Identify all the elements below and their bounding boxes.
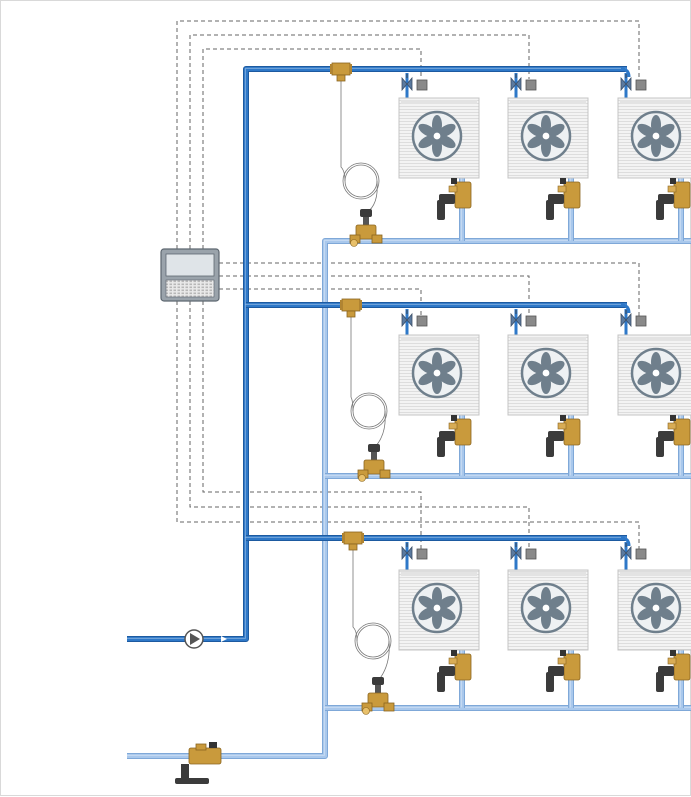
zone-valve-f2-u1 <box>401 310 428 328</box>
fan-icon <box>630 582 682 634</box>
unit-balancing-valve-f3-u2 <box>546 650 581 692</box>
fan-icon <box>630 110 682 162</box>
fan-coil-unit-f2-u2 <box>507 334 589 416</box>
fan-coil-unit-f1-u3 <box>617 97 691 179</box>
zone-valve-f3-u3 <box>620 543 647 561</box>
capillary-tube-floor-1 <box>340 81 380 214</box>
fan-icon <box>411 582 463 634</box>
fan-coil-unit-f1-u1 <box>398 97 480 179</box>
control-line-low-3 <box>202 301 422 549</box>
return-branch-floor-3 <box>324 705 691 711</box>
unit-balancing-valve-f1-u2 <box>546 178 581 220</box>
capillary-tube-floor-3 <box>352 550 392 682</box>
unit-balancing-valve-f2-u1 <box>437 415 472 457</box>
actuator-icon <box>416 315 428 327</box>
devices <box>160 62 691 784</box>
control-line-top-3 <box>202 48 422 249</box>
supply-end-bend-1 <box>620 67 631 78</box>
actuator-icon <box>416 548 428 560</box>
tee-fitting-floor-3 <box>342 531 364 551</box>
unit-balancing-valve-f3-u3 <box>656 650 691 692</box>
flow-arrow-icon <box>221 636 227 642</box>
unit-balancing-valve-f2-u3 <box>656 415 691 457</box>
supply-end-bend-2 <box>620 303 631 314</box>
differential-pressure-regulator-icon <box>357 444 391 482</box>
fan-icon <box>630 347 682 399</box>
differential-pressure-regulator-icon <box>361 677 395 715</box>
return-riser-pipe <box>126 238 691 759</box>
control-line-top-1 <box>176 20 640 249</box>
controller-icon <box>160 248 220 302</box>
pump-icon <box>184 629 204 649</box>
fan-icon <box>411 347 463 399</box>
fan-coil-unit-f2-u3 <box>617 334 691 416</box>
zone-valve-f1-u2 <box>510 74 537 92</box>
fan-icon <box>411 110 463 162</box>
fan-coil-unit-f2-u1 <box>398 334 480 416</box>
control-line-top-2 <box>189 34 530 249</box>
return-branch-floor-2 <box>324 473 691 479</box>
actuator-icon <box>525 315 537 327</box>
zone-valve-f2-u3 <box>620 310 647 328</box>
control-line-low-1 <box>176 301 640 549</box>
actuator-icon <box>525 548 537 560</box>
zone-valve-f2-u2 <box>510 310 537 328</box>
balancing-valve-icon <box>175 742 222 784</box>
actuator-icon <box>635 315 647 327</box>
supply-end-bend-3 <box>620 536 631 547</box>
control-line-mid-1 <box>219 262 640 316</box>
actuator-icon <box>635 79 647 91</box>
supply-branch-floor-3 <box>245 535 627 541</box>
capillary-tube-floor-2 <box>350 317 388 449</box>
zone-valve-f3-u1 <box>401 543 428 561</box>
actuator-icon <box>635 548 647 560</box>
fan-coil-unit-f3-u3 <box>617 569 691 651</box>
actuator-icon <box>525 79 537 91</box>
actuator-icon <box>416 79 428 91</box>
control-wiring <box>176 20 640 549</box>
fan-coil-unit-f3-u1 <box>398 569 480 651</box>
fan-coil-unit-f3-u2 <box>507 569 589 651</box>
control-line-mid-2 <box>219 275 530 316</box>
differential-pressure-regulator-icon <box>349 209 383 247</box>
tee-fitting-floor-2 <box>340 298 362 318</box>
fan-icon <box>520 110 572 162</box>
unit-balancing-valve-f1-u3 <box>656 178 691 220</box>
tee-fitting-floor-1 <box>330 62 352 82</box>
fan-coil-unit-f1-u2 <box>507 97 589 179</box>
supply-branch-floor-2 <box>245 302 627 308</box>
zone-valve-f1-u3 <box>620 74 647 92</box>
fan-icon <box>520 347 572 399</box>
zone-valve-f3-u2 <box>510 543 537 561</box>
unit-balancing-valve-f2-u2 <box>546 415 581 457</box>
unit-balancing-valve-f3-u1 <box>437 650 472 692</box>
fan-icon <box>520 582 572 634</box>
zone-valve-f1-u1 <box>401 74 428 92</box>
unit-balancing-valve-f1-u1 <box>437 178 472 220</box>
